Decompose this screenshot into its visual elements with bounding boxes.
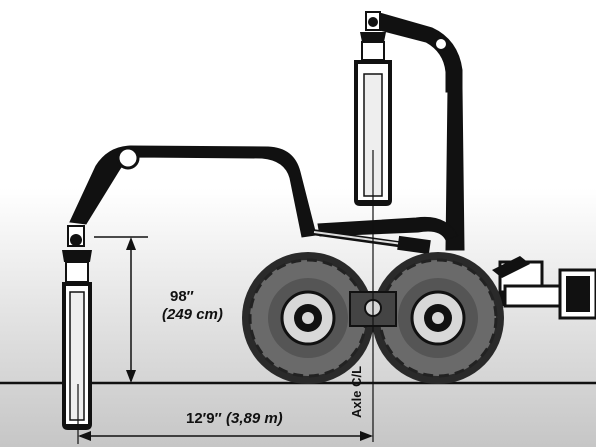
- reach-metric-label: (3,89 m): [225, 410, 283, 427]
- wheel-rear: [372, 252, 504, 384]
- height-imperial-label: 98″: [170, 288, 194, 305]
- reach-imperial-label: 12′9″: [186, 410, 222, 427]
- grapple-lowered: [62, 225, 92, 430]
- reach-dimension-line: [77, 384, 373, 444]
- boom-raised: [317, 11, 465, 251]
- height-dimension-line: [94, 236, 148, 383]
- boom-lowered: [69, 145, 317, 238]
- height-metric-label: (249 cm): [162, 306, 223, 323]
- reach-label: 12′9″ (3,89 m): [186, 410, 283, 428]
- grapple-raised: [354, 11, 392, 206]
- axle-centerline-label: Axle C/L: [349, 365, 364, 418]
- wheel-front: [242, 252, 374, 384]
- hydraulic-cylinder: [311, 229, 431, 255]
